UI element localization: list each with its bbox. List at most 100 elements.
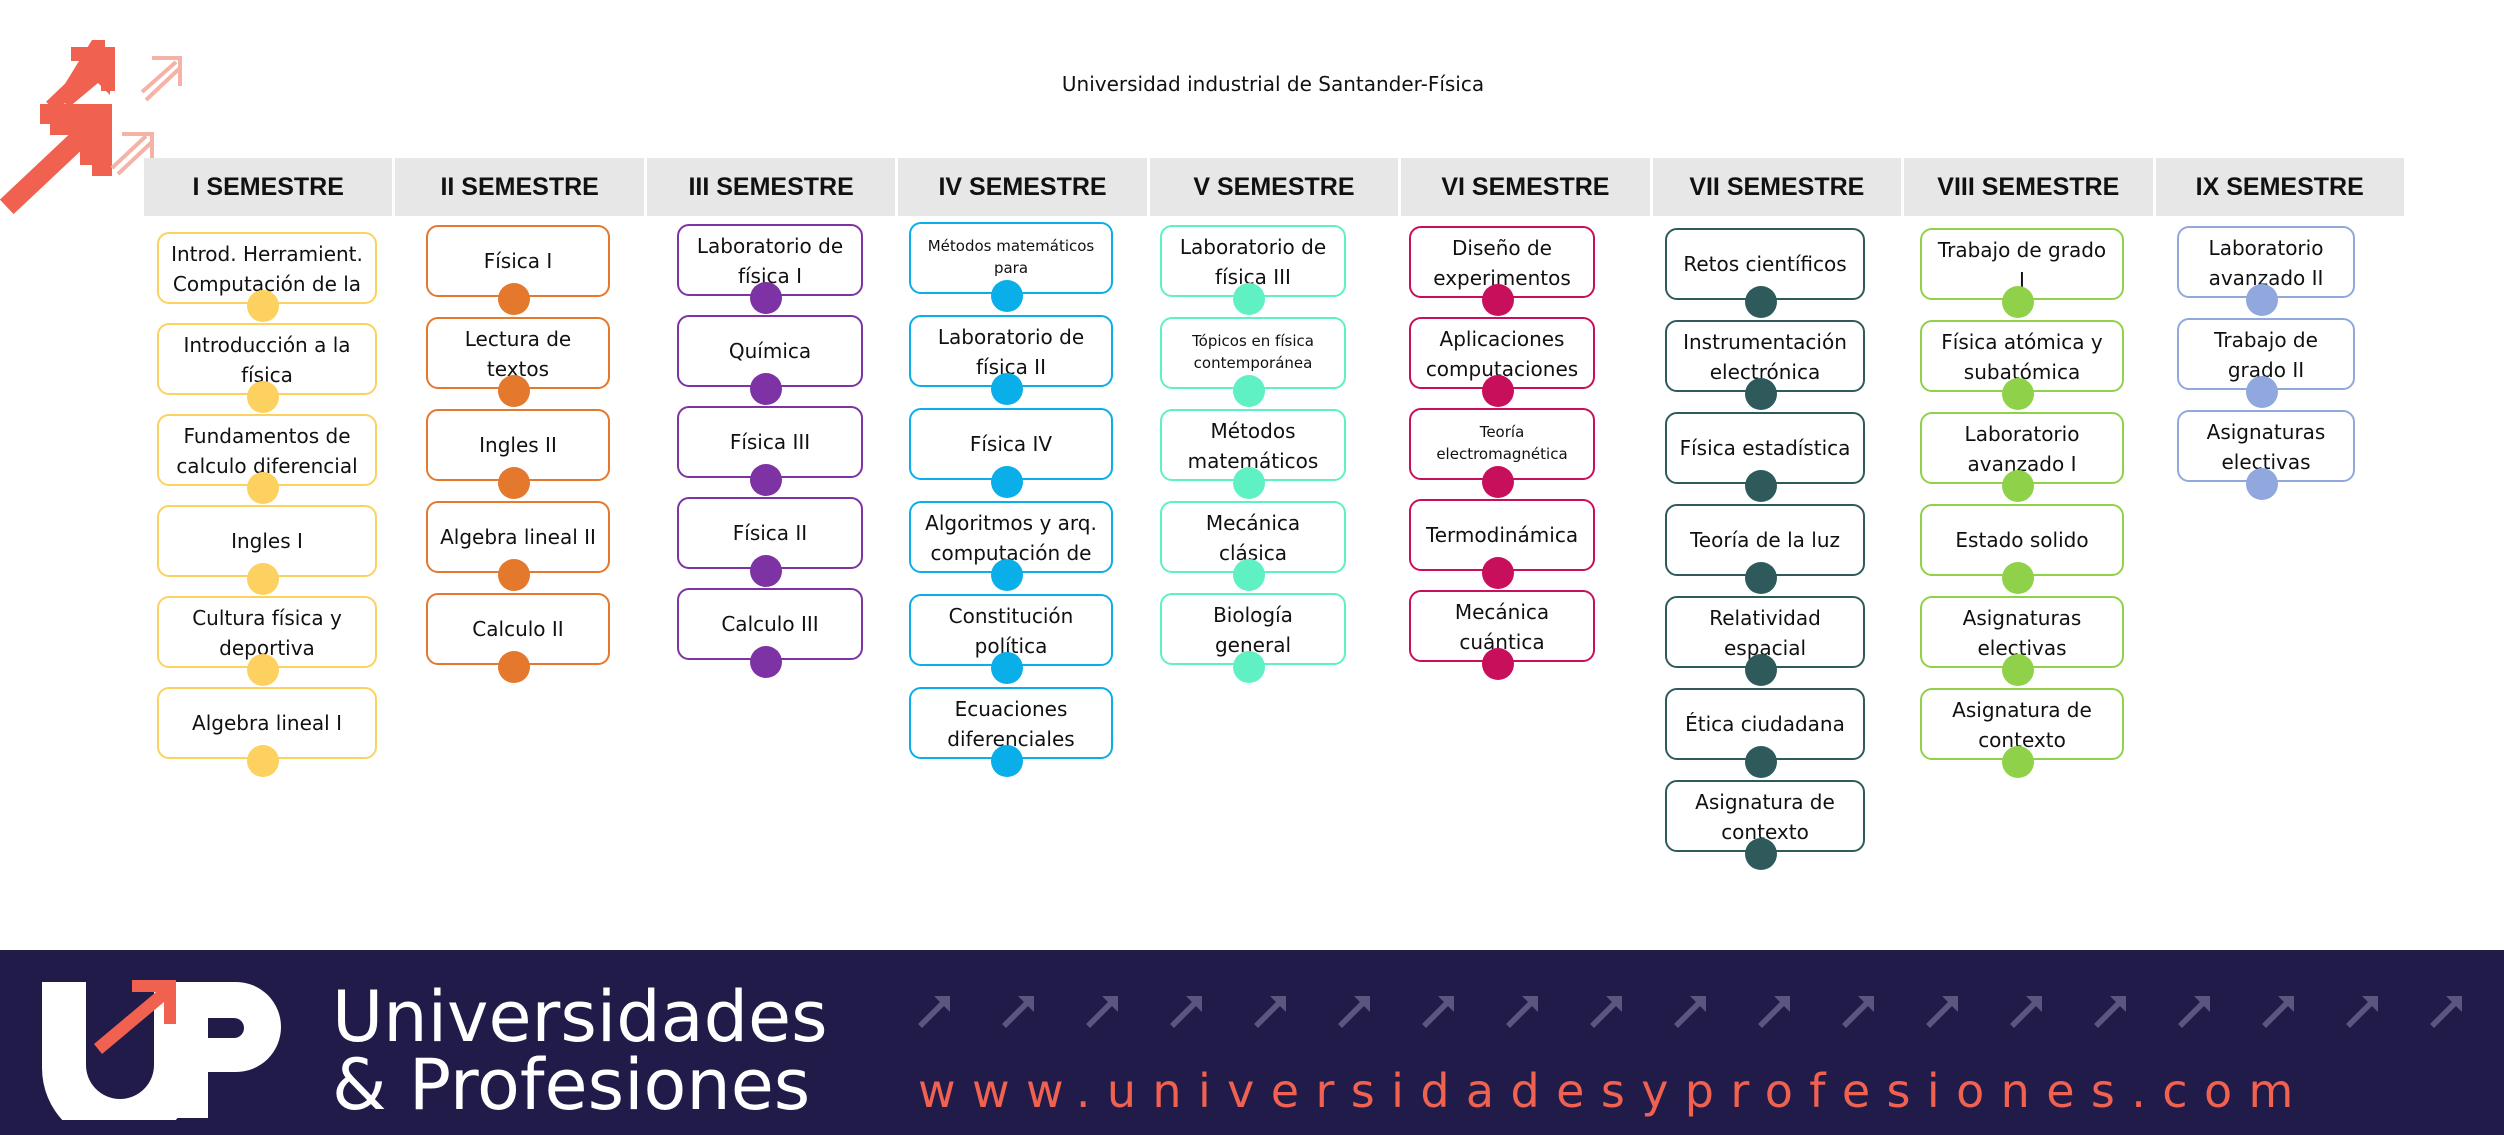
course-label: Ingles I: [231, 529, 303, 553]
footer-arrow-icon: [1926, 996, 1958, 1028]
course-connector-dot: [1233, 467, 1265, 499]
course-connector-dot: [991, 373, 1023, 405]
course-label: Introd. Herramient. Computación de la: [171, 242, 363, 296]
course-label: Calculo III: [721, 612, 819, 636]
course-connector-dot: [750, 555, 782, 587]
course-connector-dot: [498, 467, 530, 499]
course-label: Teoría de la luz: [1689, 528, 1840, 552]
course-label: Tópicos en física contemporánea: [1192, 332, 1314, 372]
footer-arrow-icon: [1506, 996, 1538, 1028]
semester-header: VI SEMESTRE: [1401, 158, 1653, 216]
course-connector-dot: [247, 290, 279, 322]
course-connector-dot: [1745, 470, 1777, 502]
course-box[interactable]: Física atómica y subatómica: [1920, 320, 2124, 392]
semester-header: IV SEMESTRE: [898, 158, 1150, 216]
semester-header: I SEMESTRE: [144, 158, 396, 216]
footer-arrow-icon: [1170, 996, 1202, 1028]
course-connector-dot: [498, 559, 530, 591]
arrows-logo-icon: [0, 40, 182, 215]
footer-arrow-icon: [2262, 996, 2294, 1028]
course-label: Asignatura de contexto: [1952, 698, 2092, 752]
course-box[interactable]: Instrumentación electrónica: [1665, 320, 1865, 392]
course-connector-dot: [1745, 746, 1777, 778]
course-connector-dot: [2246, 376, 2278, 408]
course-connector-dot: [1745, 838, 1777, 870]
course-label: Mecánica cuántica: [1454, 600, 1550, 654]
course-label: Métodos matemáticos para: [927, 237, 1095, 277]
footer-arrow-icon: [1086, 996, 1118, 1028]
course-connector-dot: [750, 646, 782, 678]
course-connector-dot: [498, 283, 530, 315]
course-connector-dot: [991, 745, 1023, 777]
page-title: Universidad industrial de Santander-Físi…: [1061, 72, 1485, 96]
footer-arrow-icon: [918, 996, 950, 1028]
up-logo-icon: [42, 980, 281, 1120]
course-connector-dot: [991, 466, 1023, 498]
course-connector-dot: [247, 381, 279, 413]
course-connector-dot: [247, 472, 279, 504]
footer-banner: Universidades & Profesiones www.universi…: [0, 950, 2504, 1135]
course-label: Laboratorio de física I: [696, 234, 844, 288]
course-label: Laboratorio de física II: [937, 325, 1085, 379]
course-label: Teoría electromagnética: [1436, 423, 1568, 463]
footer-arrow-pattern-icon: [918, 996, 2462, 1028]
course-connector-dot: [247, 745, 279, 777]
course-label: Física III: [729, 430, 811, 454]
course-label: Algebra lineal II: [440, 525, 596, 549]
course-label: Introducción a la física: [183, 333, 351, 387]
course-connector-dot: [1745, 654, 1777, 686]
course-box[interactable]: Tópicos en física contemporánea: [1160, 317, 1346, 389]
course-connector-dot: [1745, 562, 1777, 594]
course-box[interactable]: Mecánica clásica: [1160, 501, 1346, 573]
course-label: Física II: [732, 521, 808, 545]
course-connector-dot: [247, 563, 279, 595]
footer-arrow-icon: [1254, 996, 1286, 1028]
brand-name-line1: Universidades: [332, 976, 828, 1058]
course-connector-dot: [750, 464, 782, 496]
footer-arrow-icon: [1842, 996, 1874, 1028]
semester-header: IX SEMESTRE: [2195, 172, 2364, 201]
course-label: Algebra lineal I: [192, 711, 342, 735]
course-connector-dot: [2002, 746, 2034, 778]
course-connector-dot: [2002, 654, 2034, 686]
course-connector-dot: [991, 280, 1023, 312]
course-label: Métodos matemáticos para: [1187, 419, 1319, 473]
footer-arrow-icon: [1338, 996, 1370, 1028]
course-label: Química: [728, 339, 812, 363]
course-connector-dot: [247, 654, 279, 686]
course-label: Calculo II: [472, 617, 564, 641]
course-connector-dot: [2002, 470, 2034, 502]
course-connector-dot: [2002, 562, 2034, 594]
footer-arrow-icon: [1002, 996, 1034, 1028]
course-connector-dot: [1482, 557, 1514, 589]
course-label: Asignaturas electivas: [2206, 420, 2326, 474]
course-connector-dot: [1482, 466, 1514, 498]
semester-header: II SEMESTRE: [395, 158, 647, 216]
course-box[interactable]: Teoría de la luz: [1665, 504, 1865, 576]
course-label: Diseño de experimentos: [1433, 236, 1571, 290]
course-connector-dot: [1482, 375, 1514, 407]
course-box[interactable]: Introducción a la física: [157, 323, 377, 395]
course-label: Algoritmos y arq. computación de: [925, 511, 1097, 565]
course-box[interactable]: Calculo III: [677, 588, 863, 660]
footer-arrow-icon: [1674, 996, 1706, 1028]
course-box[interactable]: Aplicaciones computaciones a: [1409, 317, 1595, 389]
course-label: Ecuaciones diferenciales: [947, 697, 1075, 751]
course-label: Lectura de textos académicos: [464, 327, 572, 381]
course-label: Ética ciudadana: [1685, 712, 1845, 736]
course-label: Aplicaciones computaciones a: [1425, 327, 1579, 381]
course-connector-dot: [2002, 286, 2034, 318]
course-connector-dot: [2246, 284, 2278, 316]
footer-arrow-icon: [1590, 996, 1622, 1028]
course-label: Relatividad espacial: [1709, 606, 1821, 660]
course-label: Asignaturas electivas: [1962, 606, 2082, 660]
course-label: Retos científicos: [1683, 252, 1847, 276]
course-label: Física I: [483, 249, 553, 273]
website-url: www.universidadesyprofesiones.com: [918, 1064, 2310, 1118]
footer-arrow-icon: [2430, 996, 2462, 1028]
footer-arrow-icon: [1758, 996, 1790, 1028]
course-box[interactable]: Trabajo de grado I: [1920, 228, 2124, 300]
course-connector-dot: [498, 651, 530, 683]
footer-arrow-icon: [2346, 996, 2378, 1028]
